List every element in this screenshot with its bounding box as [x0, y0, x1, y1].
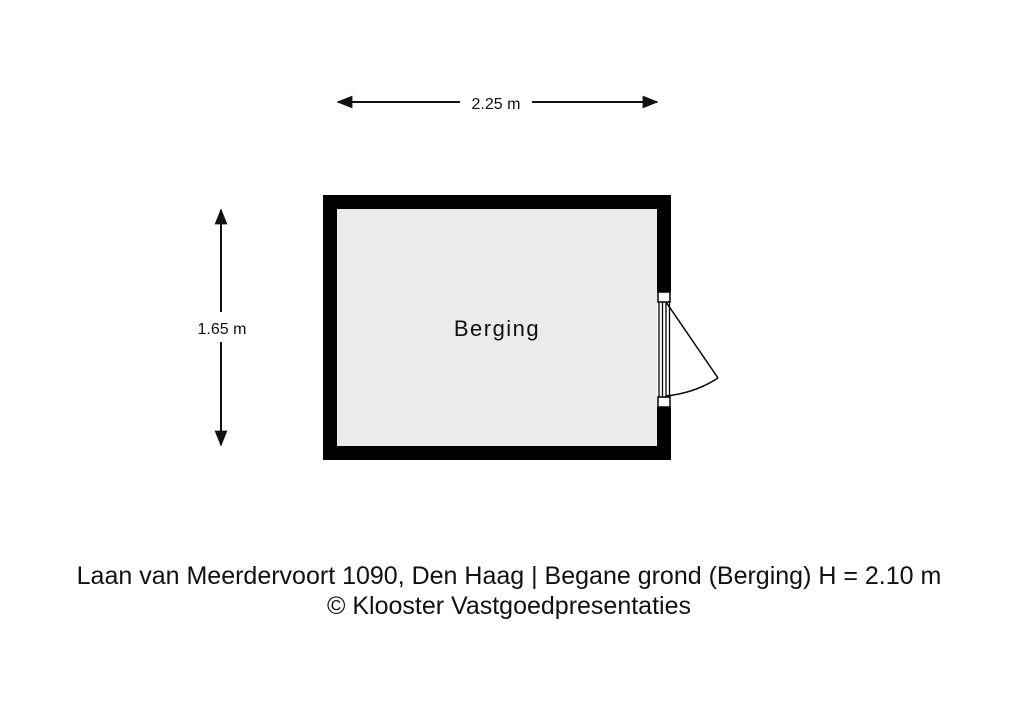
height-dimension-label: 1.65 m [198, 321, 247, 338]
caption-address: Laan van Meerdervoort 1090, Den Haag | B… [76, 562, 942, 590]
caption-copyright: © Klooster Vastgoedpresentaties [326, 592, 691, 620]
room-floor [337, 209, 657, 446]
room-label: Berging [454, 316, 540, 341]
door [657, 291, 719, 408]
width-dimension-label: 2.25 m [472, 96, 521, 113]
